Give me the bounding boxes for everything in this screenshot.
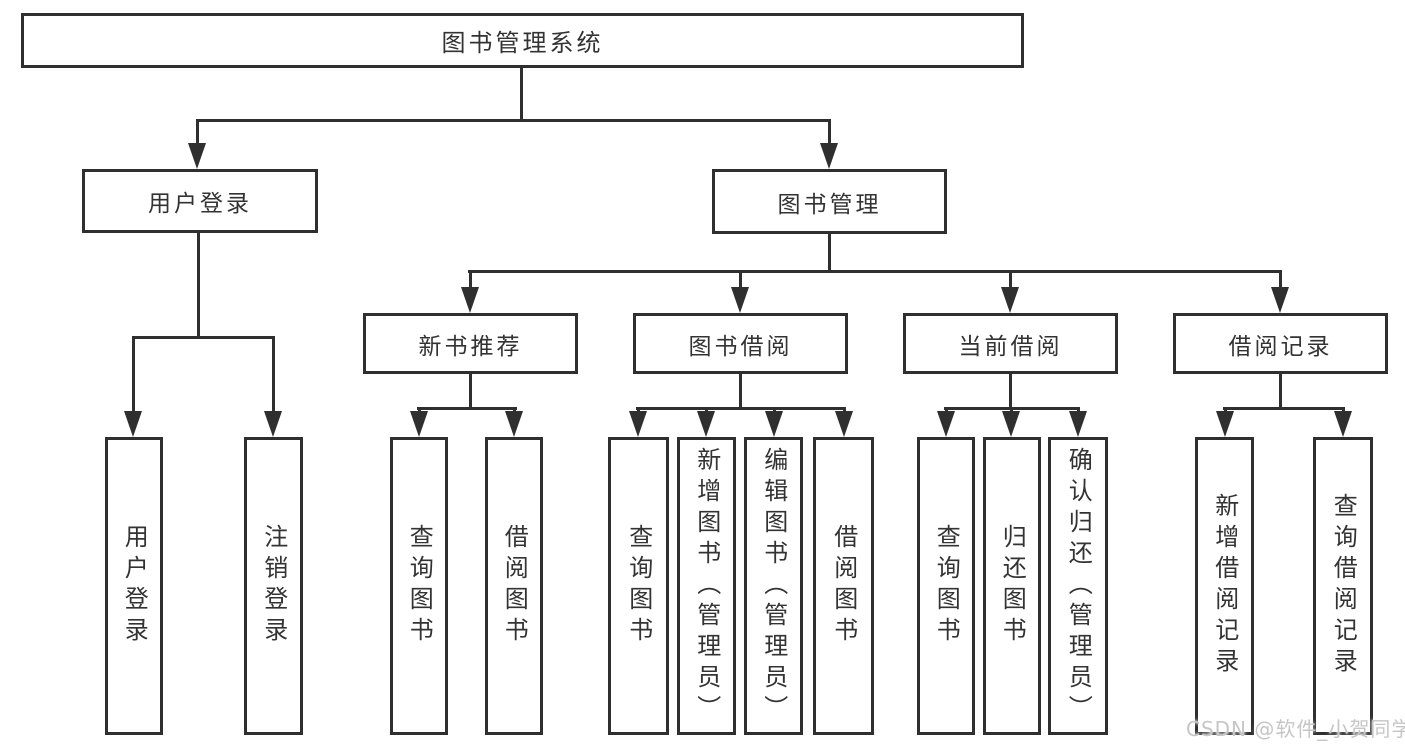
leaf-query-books-recommend: 查询图书 — [390, 437, 448, 735]
connector-borrowing-stem — [739, 374, 742, 410]
leaf-edit-books-admin-label: 编辑图书（管理员） — [759, 446, 788, 726]
connector-to-new-book-recommend — [469, 270, 472, 291]
arrow-to-leaf-confirm-return-icon — [1069, 411, 1087, 437]
connector-to-leaf-user-login — [132, 336, 135, 416]
leaf-user-login: 用户登录 — [105, 437, 163, 735]
connector-current-stem — [1009, 374, 1012, 410]
connector-borrowing-bus — [636, 407, 846, 410]
node-new-book-recommend: 新书推荐 — [363, 313, 578, 374]
arrow-to-leaf-borrow-recommend-icon — [505, 411, 523, 437]
node-user-login-label: 用户登录 — [148, 191, 252, 217]
node-current-borrowing: 当前借阅 — [903, 313, 1118, 374]
node-new-book-recommend-label: 新书推荐 — [418, 333, 523, 360]
leaf-logout: 注销登录 — [244, 437, 303, 735]
leaf-query-books-recommend-label: 查询图书 — [405, 524, 434, 648]
connector-to-book-management — [828, 119, 831, 149]
leaf-query-borrow-record-label: 查询借阅记录 — [1329, 493, 1358, 679]
leaf-add-borrow-record: 新增借阅记录 — [1195, 437, 1254, 735]
arrow-to-leaf-borrow-borrowing-icon — [835, 411, 853, 437]
arrow-to-current-borrowing-icon — [1001, 287, 1019, 313]
arrow-to-book-borrowing-icon — [731, 287, 749, 313]
leaf-query-books-borrowing: 查询图书 — [608, 437, 669, 735]
node-current-borrowing-label: 当前借阅 — [958, 333, 1063, 360]
leaf-query-books-borrowing-label: 查询图书 — [624, 524, 653, 648]
connector-to-book-borrowing — [739, 270, 742, 291]
arrow-to-leaf-add-record-icon — [1216, 411, 1234, 437]
leaf-confirm-return-admin: 确认归还（管理员） — [1048, 437, 1108, 735]
arrow-to-leaf-add-books-icon — [697, 411, 715, 437]
node-borrow-records-label: 借阅记录 — [1228, 333, 1333, 360]
connector-book-management-stem — [828, 234, 831, 273]
node-library-system-label: 图书管理系统 — [441, 29, 604, 57]
connector-to-leaf-logout — [272, 336, 275, 416]
leaf-add-borrow-record-label: 新增借阅记录 — [1210, 493, 1239, 679]
arrow-to-leaf-query-current-icon — [937, 411, 955, 437]
leaf-add-books-admin: 新增图书（管理员） — [677, 437, 736, 735]
leaf-user-login-label: 用户登录 — [120, 524, 149, 648]
arrow-to-book-management-icon — [820, 143, 838, 169]
node-library-system: 图书管理系统 — [21, 13, 1024, 68]
connector-records-bus — [1223, 407, 1345, 410]
connector-root-bus — [196, 119, 831, 122]
leaf-query-borrow-record: 查询借阅记录 — [1313, 437, 1373, 735]
connector-records-stem — [1279, 374, 1282, 410]
arrow-to-leaf-edit-books-icon — [765, 411, 783, 437]
leaf-logout-label: 注销登录 — [259, 524, 288, 648]
connector-book-management-bus — [468, 270, 1282, 273]
node-book-management-label: 图书管理 — [777, 191, 882, 218]
arrow-to-user-login-icon — [188, 143, 206, 169]
leaf-borrow-books-recommend-label: 借阅图书 — [500, 524, 529, 648]
arrow-to-leaf-user-login-icon — [124, 411, 142, 437]
arrow-to-leaf-query-recommend-icon — [410, 411, 428, 437]
node-user-login: 用户登录 — [82, 169, 318, 233]
node-book-borrowing: 图书借阅 — [633, 313, 848, 374]
arrow-to-new-book-recommend-icon — [461, 287, 479, 313]
connector-user-login-bus — [132, 336, 275, 339]
arrow-to-leaf-return-books-icon — [1002, 411, 1020, 437]
leaf-borrow-books-recommend: 借阅图书 — [485, 437, 543, 735]
leaf-borrow-books-borrowing: 借阅图书 — [813, 437, 874, 735]
connector-recommend-bus — [417, 407, 517, 410]
csdn-watermark: CSDN @软件_小贺同学 — [1186, 717, 1405, 741]
arrow-to-leaf-query-borrowing-icon — [629, 411, 647, 437]
connector-to-borrow-records — [1279, 270, 1282, 291]
node-borrow-records: 借阅记录 — [1173, 313, 1388, 374]
connector-recommend-stem — [469, 374, 472, 410]
leaf-add-books-admin-label: 新增图书（管理员） — [692, 446, 721, 726]
leaf-edit-books-admin: 编辑图书（管理员） — [744, 437, 803, 735]
node-book-borrowing-label: 图书借阅 — [688, 333, 793, 360]
leaf-borrow-books-borrowing-label: 借阅图书 — [829, 524, 858, 648]
arrow-to-leaf-query-record-icon — [1334, 411, 1352, 437]
arrow-to-borrow-records-icon — [1271, 287, 1289, 313]
leaf-query-books-current-label: 查询图书 — [932, 524, 961, 648]
connector-to-current-borrowing — [1009, 270, 1012, 291]
arrow-to-leaf-logout-icon — [264, 411, 282, 437]
leaf-confirm-return-admin-label: 确认归还（管理员） — [1064, 446, 1093, 726]
leaf-return-books-label: 归还图书 — [998, 524, 1027, 648]
leaf-return-books: 归还图书 — [983, 437, 1041, 735]
node-book-management: 图书管理 — [712, 169, 947, 234]
connector-user-login-stem — [197, 233, 200, 339]
connector-to-user-login — [196, 119, 199, 149]
connector-root-stem — [520, 68, 523, 122]
leaf-query-books-current: 查询图书 — [917, 437, 975, 735]
